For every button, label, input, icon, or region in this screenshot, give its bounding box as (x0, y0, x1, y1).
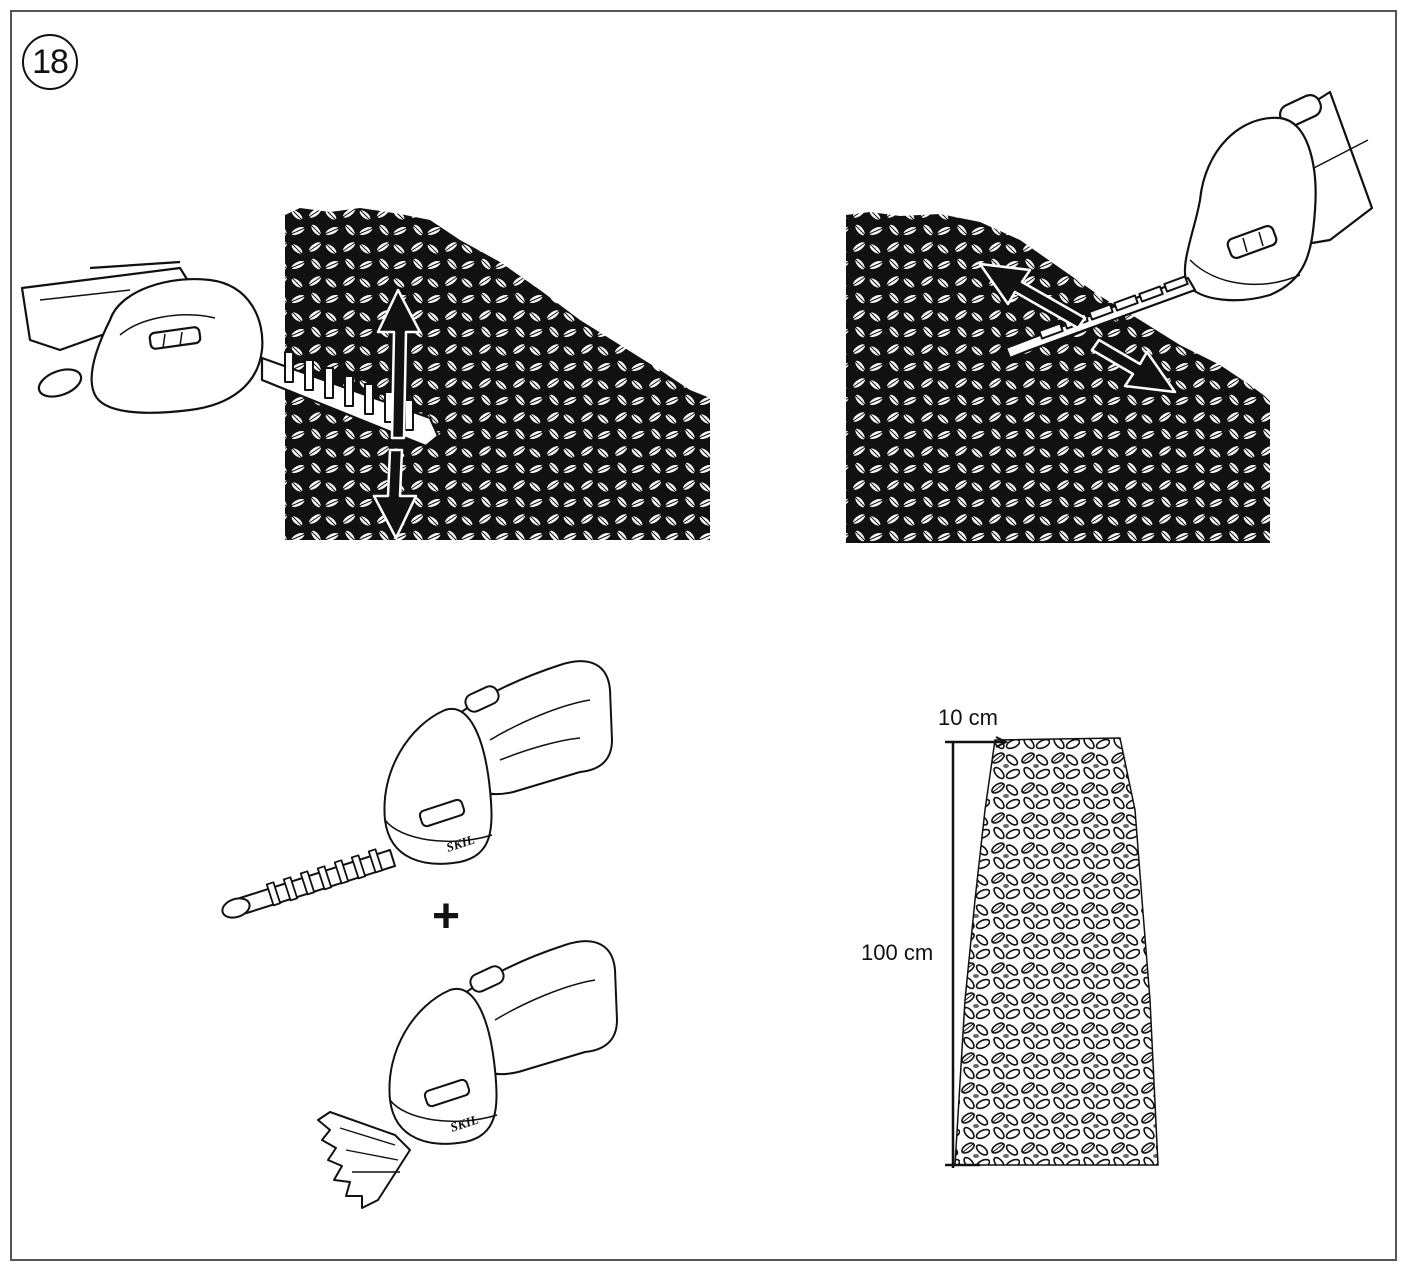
hedge-icon (954, 737, 1159, 1166)
figure-frame (10, 10, 1397, 1261)
hedge-icon (285, 208, 710, 540)
grass-shear-icon: SKIL (317, 940, 618, 1209)
double-arrow-icon (372, 288, 422, 540)
double-arrow-icon (978, 262, 1177, 394)
hedge-trimmer-icon (1004, 90, 1374, 360)
hedge-icon (846, 212, 1270, 543)
dimension-lines (945, 736, 1009, 1168)
hedge-trimmer-icon: SKIL (221, 660, 613, 919)
figure-number-badge: 18 (22, 34, 78, 90)
height-dimension-label: 100 cm (861, 940, 934, 965)
width-dimension-label: 10 cm (938, 705, 998, 730)
plus-sign: + (432, 890, 460, 943)
